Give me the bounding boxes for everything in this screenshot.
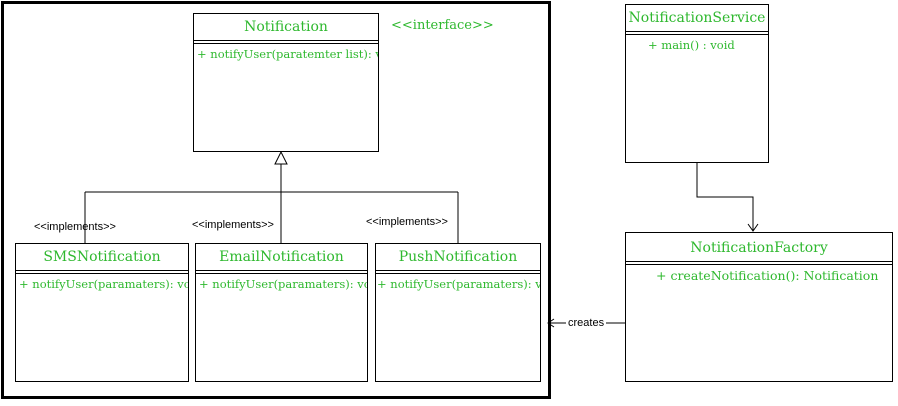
- class-divider: [194, 40, 378, 44]
- package-frame: [1, 1, 551, 399]
- class-divider: [196, 270, 367, 274]
- class-operations: + notifyUser(paramaters): void: [377, 277, 540, 291]
- class-email-notification[interactable]: EmailNotification + notifyUser(paramater…: [195, 243, 368, 382]
- class-name: EmailNotification: [219, 249, 344, 265]
- class-name: SMSNotification: [43, 249, 161, 265]
- class-name: NotificationService: [628, 10, 766, 26]
- class-name: PushNotification: [398, 249, 518, 265]
- class-push-notification[interactable]: PushNotification + notifyUser(paramaters…: [375, 243, 541, 382]
- class-name: NotificationFactory: [690, 240, 828, 256]
- implements-label-email: <<implements>>: [192, 219, 274, 231]
- class-operations: + notifyUser(paramaters): void: [19, 277, 188, 291]
- class-sms-notification[interactable]: SMSNotification + notifyUser(paramaters)…: [15, 243, 189, 382]
- class-notification[interactable]: Notification + notifyUser(paratemter lis…: [193, 13, 379, 152]
- class-operations: + notifyUser(paratemter list): void: [197, 47, 378, 61]
- class-operations: + notifyUser(paramaters): void: [199, 277, 367, 291]
- class-operations: + createNotification(): Notification: [656, 268, 879, 283]
- class-operations: + main() : void: [648, 38, 735, 52]
- class-divider: [16, 270, 188, 274]
- service-factory-connector: [696, 163, 754, 231]
- class-name: Notification: [244, 19, 328, 35]
- class-divider: [626, 261, 892, 265]
- class-divider: [626, 31, 768, 35]
- class-divider: [376, 270, 540, 274]
- implements-label-sms: <<implements>>: [34, 221, 116, 233]
- implements-label-push: <<implements>>: [366, 216, 448, 228]
- class-notification-factory[interactable]: NotificationFactory + createNotification…: [625, 232, 893, 382]
- interface-stereotype: <<interface>>: [391, 18, 494, 33]
- creates-label: creates: [566, 317, 607, 329]
- class-notification-service[interactable]: NotificationService + main() : void: [625, 4, 769, 163]
- creates-arrowhead: [547, 318, 555, 328]
- service-factory-arrowhead: [747, 223, 759, 232]
- generalization-arrowhead: [274, 150, 288, 165]
